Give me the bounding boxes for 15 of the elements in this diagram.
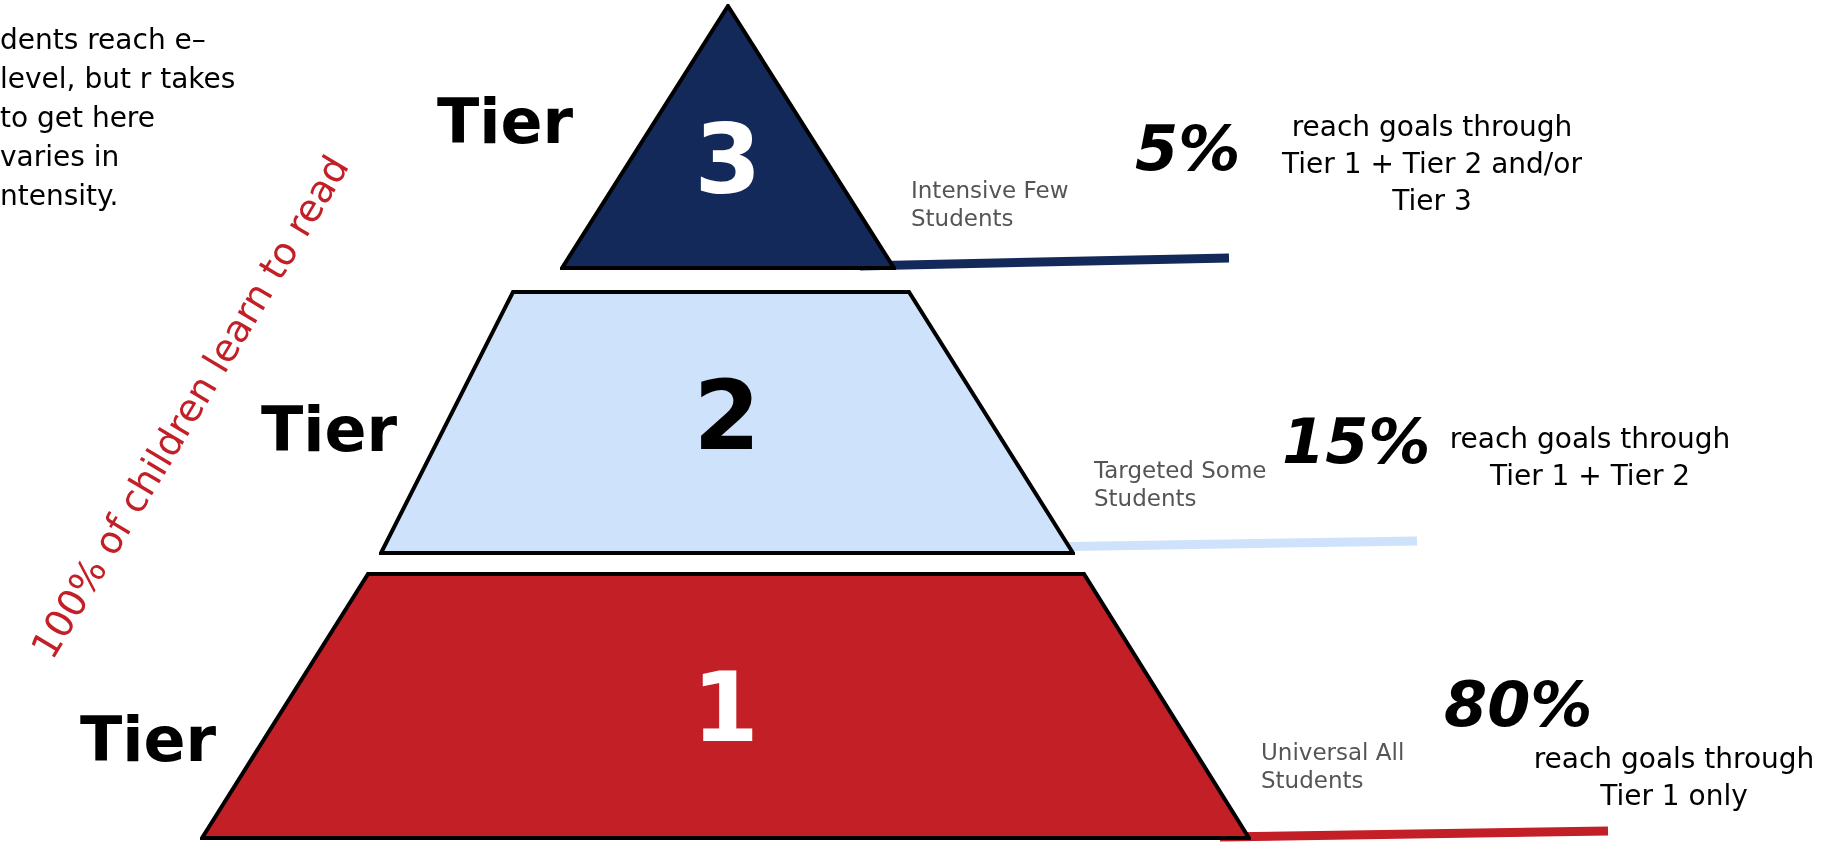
tier-label: Tier xyxy=(80,703,217,776)
tier-description: Intensive Few Students xyxy=(911,176,1070,232)
tier-description: Universal All Students xyxy=(1261,738,1406,794)
tier-label: Tier xyxy=(261,393,398,466)
tier-number: 1 xyxy=(691,652,760,764)
percentage: 15% xyxy=(1282,405,1431,478)
side-note: dents reach e– level, but r takes to get here varies in ntensity. xyxy=(0,22,237,214)
percentage: 5% xyxy=(1135,112,1241,185)
tier-label: Tier xyxy=(437,85,574,158)
outcome-text: reach goals through Tier 1 only xyxy=(1532,741,1816,814)
outcome-text: reach goals through Tier 1 + Tier 2 and/or Tier 3 xyxy=(1281,109,1583,219)
percentage: 80% xyxy=(1444,668,1593,741)
tier-description: Targeted Some Students xyxy=(1094,456,1268,512)
tier-number: 3 xyxy=(693,104,763,216)
outcome-text: reach goals through Tier 1 + Tier 2 xyxy=(1448,421,1732,494)
